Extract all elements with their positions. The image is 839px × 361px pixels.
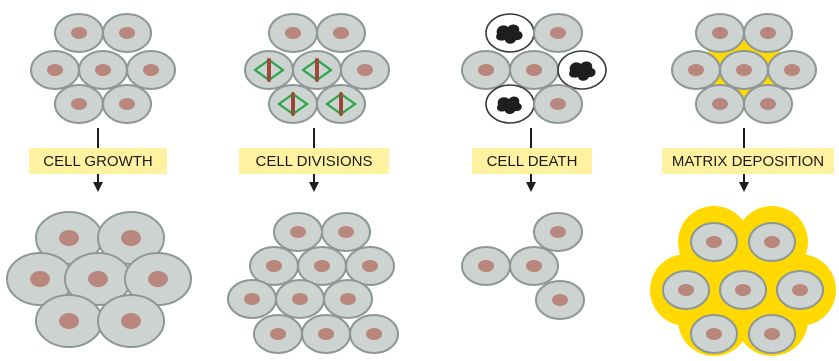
cell — [509, 246, 559, 286]
cell — [349, 314, 399, 354]
cell — [662, 270, 710, 310]
cell — [316, 13, 366, 53]
dividing-cell — [292, 50, 342, 90]
apoptotic-blob — [496, 96, 522, 114]
growth-result-cluster — [6, 211, 192, 348]
matrix-result-cluster — [650, 206, 836, 356]
cell — [345, 246, 395, 286]
cell — [321, 212, 371, 252]
cell — [461, 50, 511, 90]
cell — [509, 50, 559, 90]
cell — [748, 314, 796, 354]
cell — [6, 252, 74, 306]
cell — [102, 13, 152, 53]
label-cell-divisions: CELL DIVISIONS — [256, 153, 373, 170]
divisions-result-cluster — [227, 212, 399, 354]
growth-initial-cluster — [30, 13, 176, 124]
cell — [30, 50, 80, 90]
cell — [35, 211, 103, 265]
cell — [671, 50, 721, 90]
cell — [533, 84, 583, 124]
cell — [97, 294, 165, 348]
cell — [340, 50, 390, 90]
growth-label: CELL GROWTH — [29, 148, 167, 174]
cell — [78, 50, 128, 90]
cell — [126, 50, 176, 90]
label-cell-growth: CELL GROWTH — [43, 153, 152, 170]
death-initial-cluster — [461, 13, 607, 124]
panel-cell-growth: CELL GROWTH — [6, 13, 192, 348]
cell — [102, 84, 152, 124]
dying-cell — [485, 13, 535, 53]
cell — [695, 13, 745, 53]
cell — [253, 314, 303, 354]
dying-cell — [485, 84, 535, 124]
cell — [249, 246, 299, 286]
panel-matrix-deposition: MATRIX DEPOSITION — [650, 13, 836, 356]
label-matrix-deposition: MATRIX DEPOSITION — [672, 153, 824, 170]
death-label: CELL DEATH — [472, 148, 592, 174]
cell — [776, 270, 824, 310]
cell — [301, 314, 351, 354]
cell — [695, 84, 745, 124]
dividing-cell — [244, 50, 294, 90]
death-result-cluster — [461, 212, 585, 320]
cell — [54, 84, 104, 124]
cell — [227, 279, 277, 319]
cell — [533, 212, 583, 252]
cell — [719, 50, 769, 90]
cell — [690, 222, 738, 262]
divisions-initial-cluster — [244, 13, 390, 124]
cell — [461, 246, 511, 286]
panel-cell-death: CELL DEATH — [461, 13, 607, 320]
cell — [743, 13, 793, 53]
cell — [719, 270, 767, 310]
cell — [767, 50, 817, 90]
dividing-cell — [268, 84, 318, 124]
matrix-label: MATRIX DEPOSITION — [662, 148, 834, 174]
cell — [268, 13, 318, 53]
cell — [35, 294, 103, 348]
cell — [535, 280, 585, 320]
apoptotic-blob — [569, 61, 596, 81]
matrix-initial-cluster — [671, 13, 817, 124]
dying-cell — [557, 50, 607, 90]
cell — [54, 13, 104, 53]
divisions-label: CELL DIVISIONS — [239, 148, 389, 174]
cell — [323, 279, 373, 319]
cell — [297, 246, 347, 286]
cell — [273, 212, 323, 252]
cell — [690, 314, 738, 354]
cell — [748, 222, 796, 262]
dividing-cell — [316, 84, 366, 124]
panel-cell-divisions: CELL DIVISIONS — [227, 13, 399, 354]
cell — [743, 84, 793, 124]
cell — [533, 13, 583, 53]
apoptotic-blob — [496, 24, 523, 44]
cell — [275, 279, 325, 319]
label-cell-death: CELL DEATH — [487, 153, 578, 170]
